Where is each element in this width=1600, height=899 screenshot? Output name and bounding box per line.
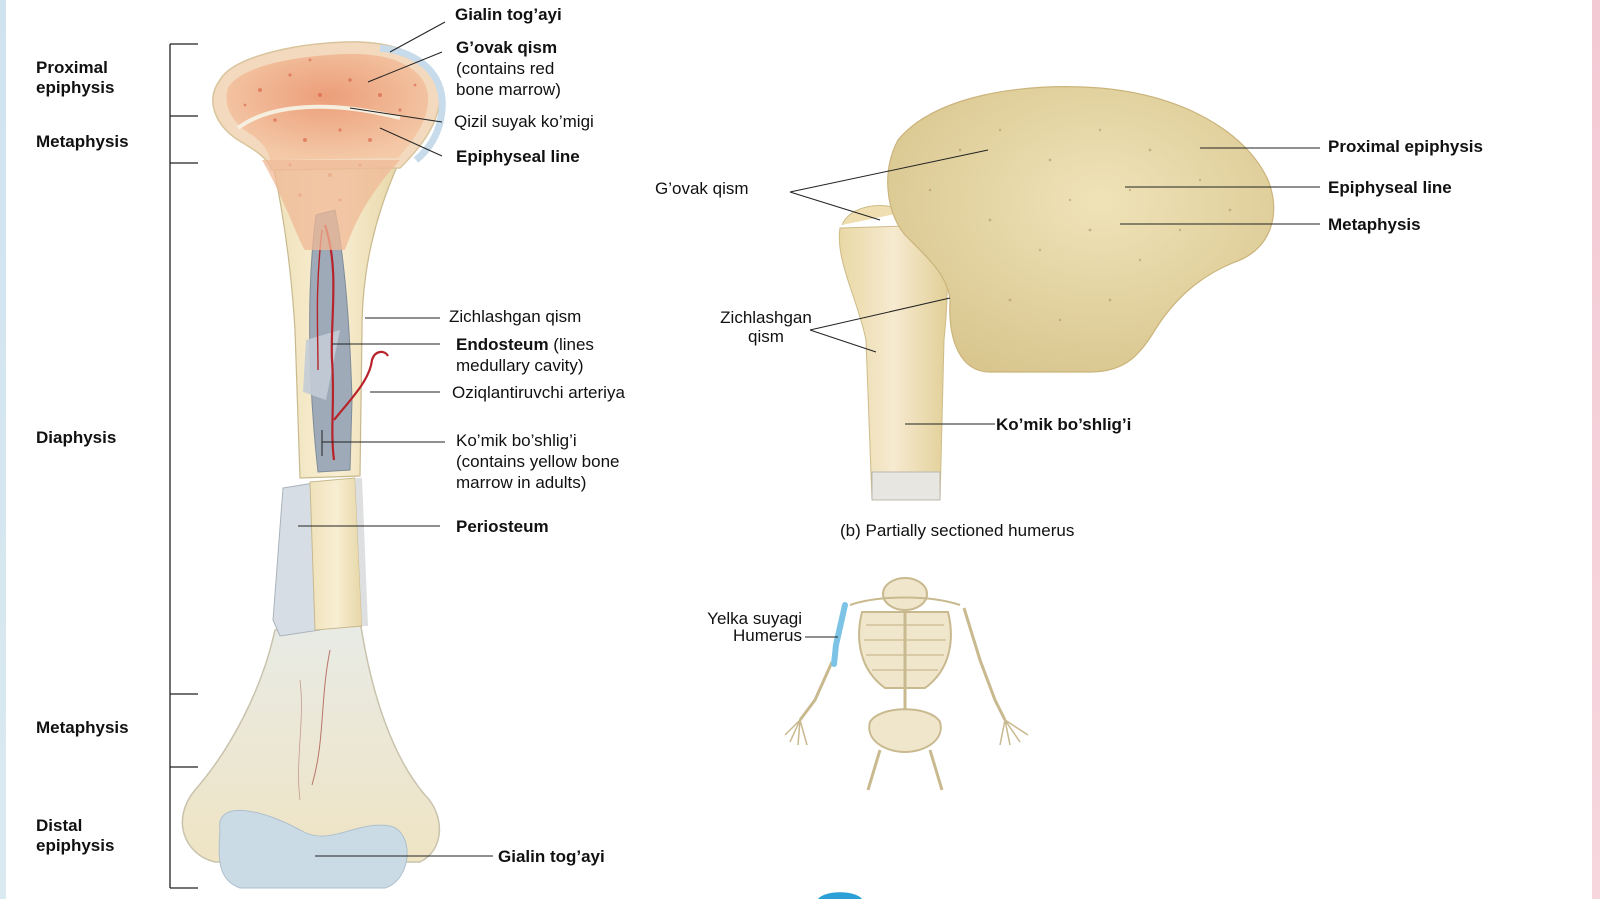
label-distal-epiphysis: Distal epiphysis <box>36 816 115 855</box>
label-proximal-epiphysis: Proximal epiphysis <box>36 58 115 97</box>
nutrient-artery <box>323 224 389 461</box>
partially-sectioned-humerus <box>838 86 1275 501</box>
label-diaphysis: Diaphysis <box>36 428 117 447</box>
right-edge-strip <box>1592 0 1600 899</box>
label-zichlashgan-right: Zichlashgan qism <box>720 308 812 346</box>
label-komik-right: Ko’mik bo’shlig’i <box>996 415 1132 434</box>
left-leader-lines <box>298 21 493 857</box>
pelvis <box>868 708 942 754</box>
label-gialin-bottom: Gialin tog’ayi <box>498 847 605 866</box>
label-proximal-epiphysis-right: Proximal epiphysis <box>1328 137 1483 156</box>
label-metaphysis-top: Metaphysis <box>36 132 129 151</box>
label-metaphysis-bottom: Metaphysis <box>36 718 129 737</box>
right-leader-lines <box>789 147 1320 425</box>
skeleton-figure <box>784 577 1029 791</box>
proximal-cartilage <box>379 44 446 163</box>
label-endosteum: Endosteum (lines medullary cavity) <box>456 335 594 375</box>
label-gialin-top: Gialin tog’ayi <box>455 5 562 24</box>
label-epiphyseal-line-right: Epiphyseal line <box>1328 178 1452 197</box>
label-oziqlantiruvchi: Oziqlantiruvchi arteriya <box>452 383 625 402</box>
label-periosteum: Periosteum <box>456 517 549 536</box>
epiphyseal-line-shape <box>236 104 401 130</box>
humerus-shaft-right <box>838 224 948 501</box>
label-govak-qism-left: G’ovak qism (contains red bone marrow) <box>456 38 561 99</box>
left-edge-strip <box>0 0 6 899</box>
region-bracket <box>169 43 198 889</box>
figure-caption: (b) Partially sectioned humerus <box>840 521 1075 540</box>
label-zichlashgan-left: Zichlashgan qism <box>449 307 582 326</box>
spongy-speckle-right <box>928 128 1232 322</box>
humerus-highlight <box>831 602 848 667</box>
distal-cartilage <box>218 810 408 889</box>
humeral-head <box>887 86 1275 373</box>
long-bone-figure <box>181 41 446 889</box>
label-komik-left: Ko’mik bo’shlig’i (contains yellow bone … <box>456 431 620 492</box>
label-metaphysis-right: Metaphysis <box>1328 215 1421 234</box>
label-qizil-suyak: Qizil suyak ko’migi <box>454 112 594 131</box>
bottom-ornament <box>818 892 862 899</box>
label-humerus: Yelka suyagi Humerus <box>707 609 802 645</box>
label-govak-qism-right: G’ovak qism <box>655 179 749 198</box>
label-epiphyseal-line-left: Epiphyseal line <box>456 147 580 166</box>
